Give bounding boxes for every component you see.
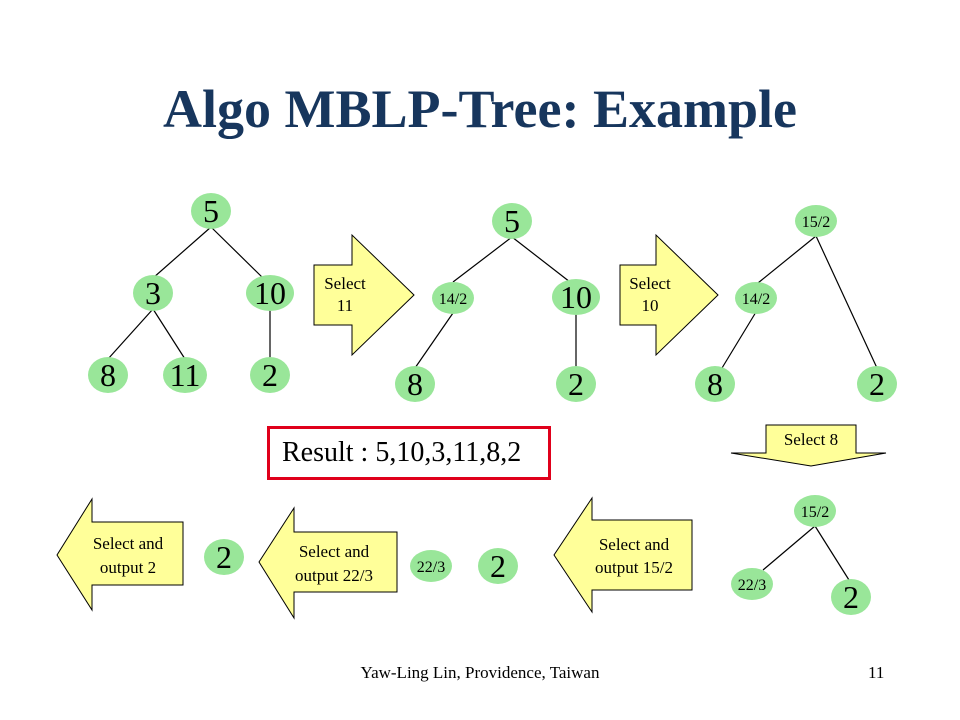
standalone-node-2: 2 [478, 548, 518, 584]
svg-text:2: 2 [490, 548, 506, 584]
svg-text:Select and: Select and [299, 542, 370, 561]
svg-text:2: 2 [262, 357, 278, 393]
svg-text:22/3: 22/3 [417, 559, 445, 576]
svg-text:2: 2 [216, 539, 232, 575]
svg-text:11: 11 [337, 296, 353, 315]
tree-3-edges [721, 235, 878, 369]
svg-text:22/3: 22/3 [738, 577, 766, 594]
svg-text:2: 2 [843, 579, 859, 615]
tree-2-edges [414, 236, 577, 369]
svg-text:2: 2 [568, 366, 584, 402]
svg-text:8: 8 [707, 366, 723, 402]
page-number: 11 [868, 663, 885, 682]
select-10-arrow: Select 10 [619, 233, 719, 357]
result-box: Result : 5,10,3,11,8,2 [267, 426, 551, 480]
svg-text:8: 8 [407, 366, 423, 402]
tree-2-node: 8 [395, 366, 435, 402]
svg-text:10: 10 [560, 279, 592, 315]
svg-text:Select and: Select and [599, 535, 670, 554]
svg-text:5: 5 [203, 193, 219, 229]
svg-text:15/2: 15/2 [802, 214, 830, 231]
svg-text:11: 11 [170, 357, 201, 393]
select-11-arrow: Select 11 [313, 233, 415, 357]
svg-text:2: 2 [869, 366, 885, 402]
standalone-node-2: 2 [204, 539, 244, 575]
svg-text:3: 3 [145, 275, 161, 311]
footer-text: Yaw-Ling Lin, Providence, Taiwan [360, 663, 600, 682]
tree-1-node: 3 [133, 275, 173, 311]
tree-1-node: 11 [163, 357, 207, 393]
output-2-arrow: Select and output 2 [56, 497, 184, 612]
tree-4-node: 2 [831, 579, 871, 615]
svg-text:output 15/2: output 15/2 [595, 558, 673, 577]
tree-4-edges [762, 525, 850, 581]
tree-2-node: 5 [492, 203, 532, 239]
tree-2-node: 2 [556, 366, 596, 402]
tree-4-node: 15/2 [794, 495, 836, 527]
select-8-arrow: Select 8 [730, 424, 887, 467]
tree-4-node: 22/3 [731, 568, 773, 600]
svg-text:10: 10 [254, 275, 286, 311]
svg-text:Select and: Select and [93, 534, 164, 553]
svg-text:8: 8 [100, 357, 116, 393]
result-text: Result : 5,10,3,11,8,2 [282, 437, 522, 468]
tree-3-node: 2 [857, 366, 897, 402]
tree-3-node: 8 [695, 366, 735, 402]
tree-3-node: 15/2 [795, 205, 837, 237]
svg-text:output 2: output 2 [100, 558, 156, 577]
tree-1-node: 8 [88, 357, 128, 393]
output-22-3-arrow: Select and output 22/3 [258, 506, 398, 620]
tree-1-node: 2 [250, 357, 290, 393]
tree-3-node: 14/2 [735, 282, 777, 314]
svg-text:output 22/3: output 22/3 [295, 566, 373, 585]
svg-text:Select: Select [324, 274, 366, 293]
tree-1-node: 10 [246, 275, 294, 311]
tree-1-edges [107, 226, 271, 360]
tree-2-node: 14/2 [432, 282, 474, 314]
svg-text:14/2: 14/2 [742, 291, 770, 308]
svg-text:10: 10 [642, 296, 659, 315]
svg-text:Select 8: Select 8 [784, 430, 838, 449]
output-15-2-arrow: Select and output 15/2 [553, 496, 693, 614]
tree-2-node: 10 [552, 279, 600, 315]
svg-text:15/2: 15/2 [801, 504, 829, 521]
standalone-node-22-3: 22/3 [410, 550, 452, 582]
slide-title: Algo MBLP-Tree: Example [163, 79, 797, 139]
svg-text:14/2: 14/2 [439, 291, 467, 308]
tree-1-node: 5 [191, 193, 231, 229]
svg-text:5: 5 [504, 203, 520, 239]
svg-text:Select: Select [629, 274, 671, 293]
